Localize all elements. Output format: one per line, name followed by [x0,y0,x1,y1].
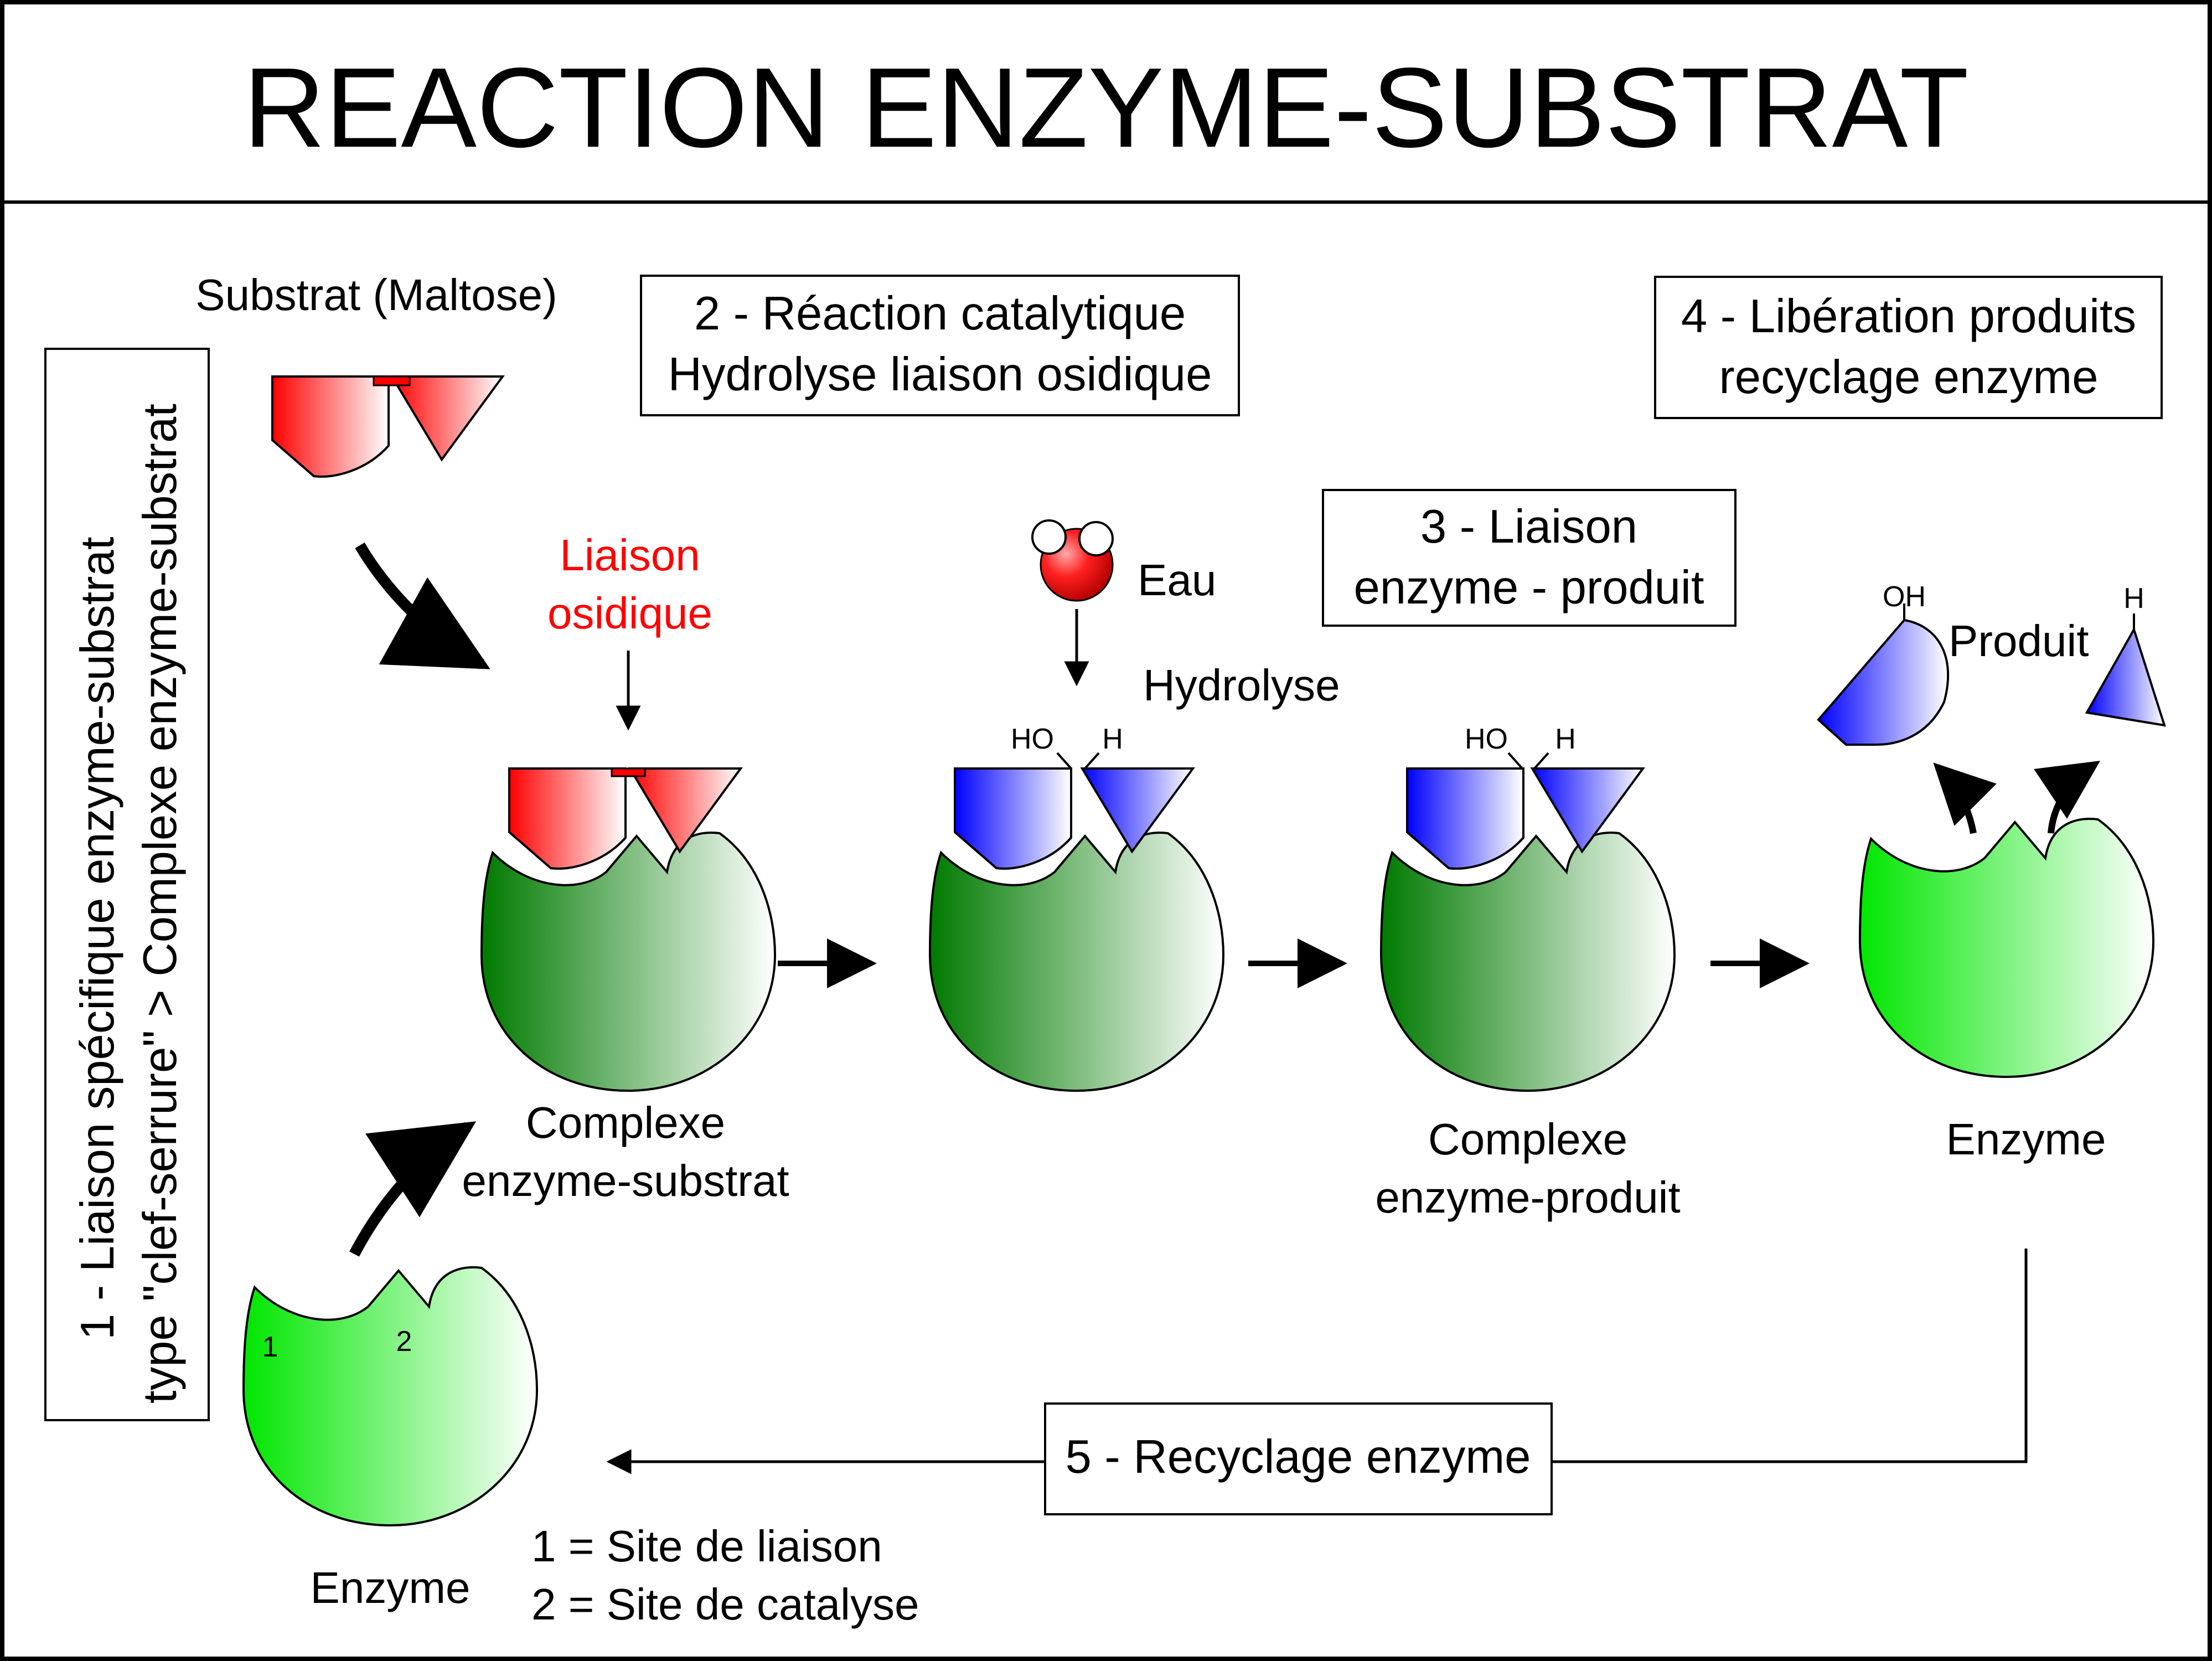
enzyme-label-bottom: Enzyme [311,1563,471,1612]
water-molecule [1031,519,1114,602]
enzyme-label-right: Enzyme [1946,1115,2106,1164]
complex-enzyme-substrat [480,767,776,1092]
complex-enzyme-produit [1380,752,1676,1092]
substrat-label: Substrat (Maltose) [195,270,557,319]
ho-label-2: HO [1465,723,1508,755]
step2-line1: 2 - Réaction catalytique [694,287,1186,340]
step1-line1: 1 - Liaison spécifique enzyme-substrat [71,537,124,1340]
legend-site1: 1 = Site de liaison [531,1521,882,1571]
step1-box: 1 - Liaison spécifique enzyme-substrat t… [44,348,210,1421]
step2-line2: Hydrolyse liaison osidique [668,348,1212,401]
complexe-ep-label-line1: Complexe [1428,1115,1627,1164]
step4-line1: 4 - Libération produits [1681,290,2136,343]
complex-hydrolysis [929,752,1224,1092]
step5-box: 5 - Recyclage enzyme [1044,1402,1553,1515]
liaison-label-line2: osidique [547,589,712,638]
release-arrow-left [1933,762,1997,834]
h-label-1: H [1102,723,1123,755]
step1-line2: type "clef-serrure" > Complexe enzyme-su… [134,404,187,1404]
step4-line2: recyclage enzyme [1719,351,2098,404]
substrate-maltose [271,375,504,478]
bind-arrow [355,542,490,669]
oh-label: OH [1883,581,1926,613]
complexe-es-label-line1: Complexe [526,1098,725,1147]
step2-box: 2 - Réaction catalytique Hydrolyse liais… [640,275,1240,416]
step3-box: 3 - Liaison enzyme - produit [1322,489,1736,627]
h-label-2: H [1555,723,1576,755]
enzyme-free-right [1859,817,2154,1078]
product-pentagon [1817,603,1950,746]
ho-label-1: HO [1011,723,1054,755]
release-arrow-right [2034,761,2100,834]
site2-marker: 2 [396,1325,412,1358]
produit-label: Produit [1949,616,2089,666]
complexe-es-label-line2: enzyme-substrat [462,1156,789,1205]
product-triangle [2085,613,2166,727]
liaison-label-line1: Liaison [560,530,700,580]
hydrolyse-label: Hydrolyse [1143,661,1340,710]
site1-marker: 1 [262,1331,278,1363]
page-title: REACTION ENZYME-SUBSTRAT [244,44,1969,171]
enzyme-free-bottom [242,1266,538,1526]
step5-label: 5 - Recyclage enzyme [1066,1431,1531,1483]
h-label-3: H [2123,582,2144,615]
eau-label: Eau [1138,555,1216,605]
step4-box: 4 - Libération produits recyclage enzyme [1654,276,2163,419]
enzyme-to-complex-arrow [349,1121,477,1257]
complexe-ep-label-line2: enzyme-produit [1375,1173,1680,1222]
legend-site2: 2 = Site de catalyse [531,1580,919,1629]
step3-line2: enzyme - produit [1353,561,1704,614]
step3-line1: 3 - Liaison [1420,501,1637,553]
